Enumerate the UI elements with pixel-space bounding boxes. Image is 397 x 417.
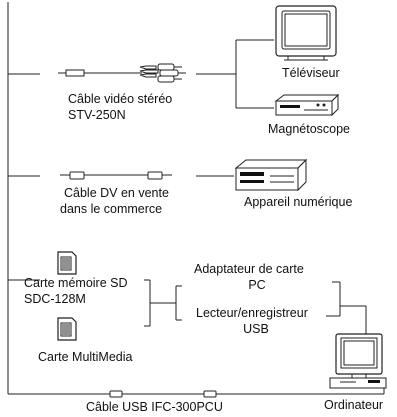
vcr-label: Magnétoscope xyxy=(268,122,351,136)
mmc-card-icon xyxy=(57,317,77,341)
reader-label-1: Lecteur/enregistreur xyxy=(196,306,308,320)
card-bracket-lines xyxy=(144,279,367,336)
dv-deck-icon xyxy=(234,158,308,192)
trunk-lines xyxy=(7,2,385,395)
mmc-label: Carte MultiMedia xyxy=(38,350,133,364)
adapter-label-2: PC xyxy=(248,278,266,292)
av-bracket-lines xyxy=(196,39,274,109)
tv-label: Téléviseur xyxy=(282,66,340,80)
sd-card-icon xyxy=(57,251,77,275)
usb-cable-label: Câble USB IFC-300PCU xyxy=(86,400,223,414)
tv-icon xyxy=(275,5,337,61)
av-cable-icon xyxy=(58,63,186,83)
reader-label-2: USB xyxy=(243,322,269,336)
dv-cable-label-2: dans le commerce xyxy=(60,202,163,216)
dv-cable-label-1: Câble DV en vente xyxy=(64,186,169,200)
computer-label: Ordinateur xyxy=(324,398,384,412)
sd-card-label-2: SDC-128M xyxy=(24,292,86,306)
computer-icon xyxy=(329,333,387,389)
dv-cable-icon xyxy=(60,171,234,180)
camera-label: Appareil numérique xyxy=(244,195,353,209)
usb-cable-icon xyxy=(102,390,224,398)
av-cable-label-2: STV-250N xyxy=(68,108,126,122)
av-cable-label-1: Câble vidéo stéréo xyxy=(68,92,173,106)
vcr-icon xyxy=(274,93,340,117)
sd-card-label-1: Carte mémoire SD xyxy=(24,276,128,290)
adapter-label-1: Adaptateur de carte xyxy=(194,262,304,276)
